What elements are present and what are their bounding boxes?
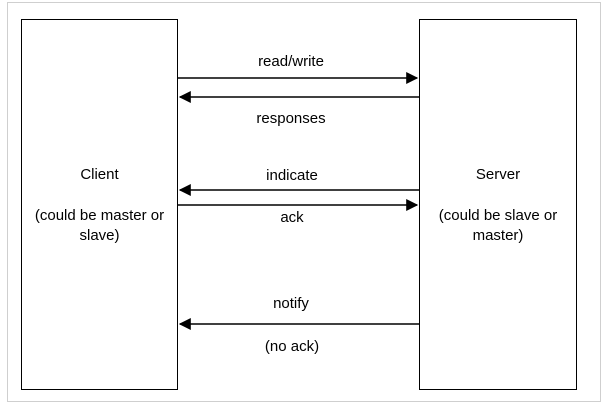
responses-label: responses: [256, 110, 326, 127]
client-title: Client: [80, 166, 119, 183]
ack-label: ack: [280, 209, 304, 226]
read-write-label: read/write: [258, 53, 324, 70]
client-subtitle: (could be master or slave): [34, 207, 165, 244]
indicate-label: indicate: [266, 167, 318, 184]
client-box: Client (could be master or slave): [21, 19, 178, 390]
no-ack-label: (no ack): [264, 338, 320, 355]
server-box: Server (could be slave or master): [419, 19, 577, 390]
diagram-frame: [7, 2, 601, 402]
server-subtitle: (could be slave or master): [438, 207, 558, 244]
server-title: Server: [475, 166, 521, 183]
notify-label: notify: [273, 295, 309, 312]
